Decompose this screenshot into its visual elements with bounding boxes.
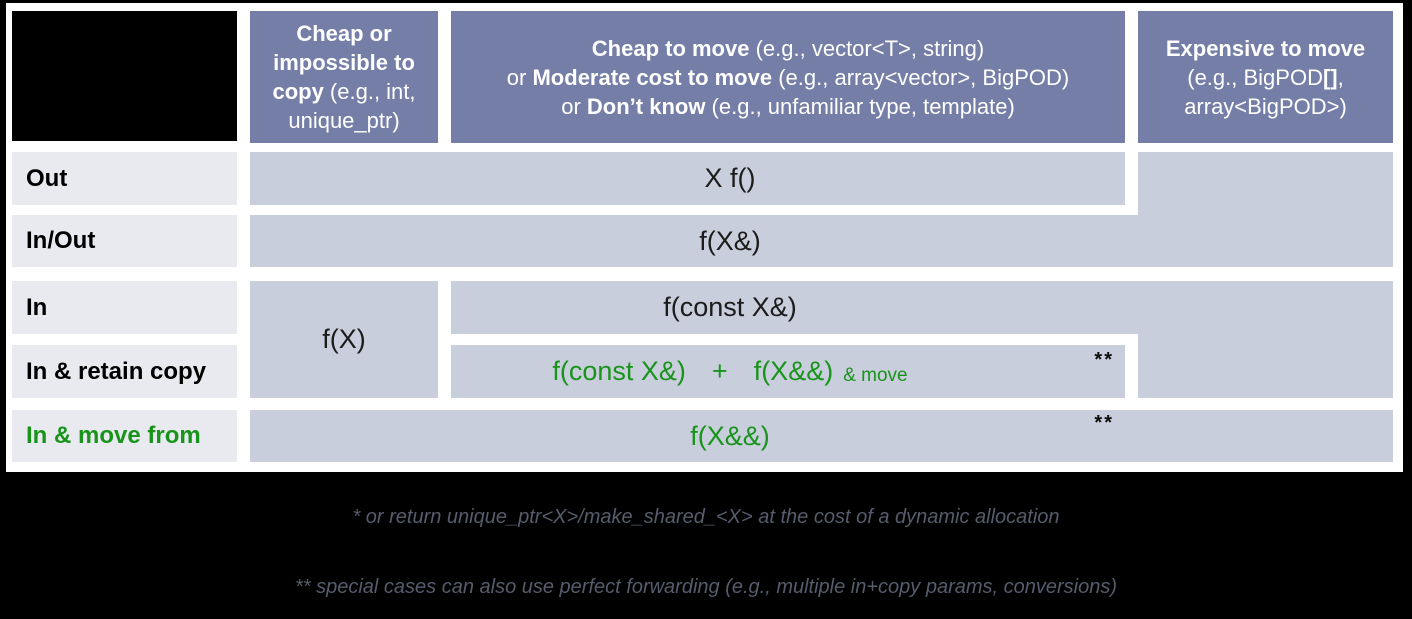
footnote-2: ** special cases can also use perfect fo… bbox=[294, 576, 1118, 598]
cell-inout-text: f(X&) bbox=[250, 215, 1210, 267]
row-header-retain-copy: In & retain copy bbox=[12, 345, 237, 398]
cell-text: & move bbox=[843, 364, 908, 386]
header-text: unique_ptr) bbox=[288, 108, 400, 133]
cell-out-text: X f() bbox=[250, 152, 1210, 205]
col-header-cheap-copy: Cheap or impossible to copy (e.g., int, … bbox=[250, 11, 438, 143]
cell-text: + bbox=[711, 356, 728, 386]
slide-border-right bbox=[1403, 0, 1412, 472]
row-header-label: Out bbox=[26, 164, 68, 192]
cell-move-from-text: f(X&&) bbox=[250, 410, 1210, 462]
cell-retain-copy-band bbox=[451, 345, 1125, 398]
cell-text: f(X&&) bbox=[753, 356, 834, 386]
header-text: or bbox=[506, 64, 533, 90]
col-header-cheap-move: Cheap to move (e.g., vector<T>, string) … bbox=[451, 11, 1125, 143]
cell-text: f(X&&) bbox=[690, 420, 770, 451]
row-header-in: In bbox=[12, 281, 237, 334]
slide-border-left bbox=[0, 0, 6, 472]
header-text: [] bbox=[1322, 64, 1338, 90]
footnote-1: * or return unique_ptr<X>/make_shared_<X… bbox=[352, 506, 1060, 528]
row-header-label: In & retain copy bbox=[26, 357, 207, 385]
row-header-inout: In/Out bbox=[12, 215, 237, 267]
row-header-label: In bbox=[26, 293, 48, 321]
cell-text: f(X&) bbox=[699, 225, 761, 256]
cell-expensive-in-retain-block bbox=[1138, 281, 1393, 398]
header-line: impossible to bbox=[250, 48, 438, 77]
header-line: or Moderate cost to move (e.g., array<ve… bbox=[451, 63, 1125, 92]
header-line: (e.g., BigPOD[], bbox=[1138, 63, 1393, 92]
double-asterisk-move: ** bbox=[1052, 412, 1114, 434]
header-line: Cheap to move (e.g., vector<T>, string) bbox=[451, 34, 1125, 63]
header-text: Cheap to move bbox=[591, 35, 750, 61]
header-text: (e.g., int, bbox=[323, 79, 416, 104]
header-text: (e.g., vector<T>, string) bbox=[749, 35, 985, 61]
header-text: array<BigPOD>) bbox=[1184, 93, 1347, 119]
corner-box bbox=[12, 11, 237, 141]
header-line: copy (e.g., int, bbox=[250, 77, 438, 106]
footnote-marker: ** bbox=[1094, 412, 1114, 434]
cell-text: X f() bbox=[704, 163, 756, 193]
double-asterisk-retain: ** bbox=[1052, 349, 1114, 371]
cell-text: f(const X&) bbox=[552, 356, 686, 386]
footnote-marker: ** bbox=[1094, 349, 1114, 371]
cell-in-text: f(const X&) bbox=[250, 281, 1210, 334]
slide-border-top bbox=[0, 0, 1412, 3]
row-header-out: Out bbox=[12, 152, 237, 205]
header-text: Cheap or bbox=[296, 21, 392, 46]
header-line: Cheap or bbox=[250, 19, 438, 48]
header-text: impossible to bbox=[273, 50, 415, 75]
row-header-label: In & move from bbox=[26, 422, 201, 449]
header-text: (e.g., array<vector>, BigPOD) bbox=[772, 64, 1070, 90]
cell-retain-copy-text: f(const X&) + f(X&&) & move bbox=[250, 345, 1210, 398]
row-header-label: In/Out bbox=[26, 227, 96, 254]
cell-inout-band bbox=[250, 215, 1393, 267]
header-line: unique_ptr) bbox=[250, 106, 438, 135]
cell-move-from-band bbox=[250, 410, 1393, 462]
cell-text: f(X) bbox=[322, 324, 366, 354]
cell-out-band bbox=[250, 152, 1125, 205]
header-line: array<BigPOD>) bbox=[1138, 92, 1393, 121]
header-text: Moderate cost to move bbox=[532, 64, 773, 90]
header-line: Expensive to move bbox=[1138, 34, 1393, 63]
row-header-move-from: In & move from bbox=[12, 410, 237, 462]
header-text: copy bbox=[272, 79, 324, 104]
cell-in-cheap-copy: f(X) bbox=[250, 281, 438, 398]
cell-text: f(const X&) bbox=[663, 292, 797, 322]
header-text: (e.g., BigPOD bbox=[1187, 64, 1323, 90]
header-text: Expensive to move bbox=[1165, 35, 1366, 61]
header-text: or bbox=[561, 93, 587, 119]
header-line: or Don’t know (e.g., unfamiliar type, te… bbox=[451, 92, 1125, 121]
header-text: (e.g., unfamiliar type, template) bbox=[705, 93, 1015, 119]
footnotes-panel: * or return unique_ptr<X>/make_shared_<X… bbox=[0, 472, 1412, 619]
header-text: Don’t know bbox=[586, 93, 706, 119]
header-text: , bbox=[1337, 64, 1344, 90]
col-header-expensive: Expensive to move (e.g., BigPOD[], array… bbox=[1138, 11, 1393, 143]
